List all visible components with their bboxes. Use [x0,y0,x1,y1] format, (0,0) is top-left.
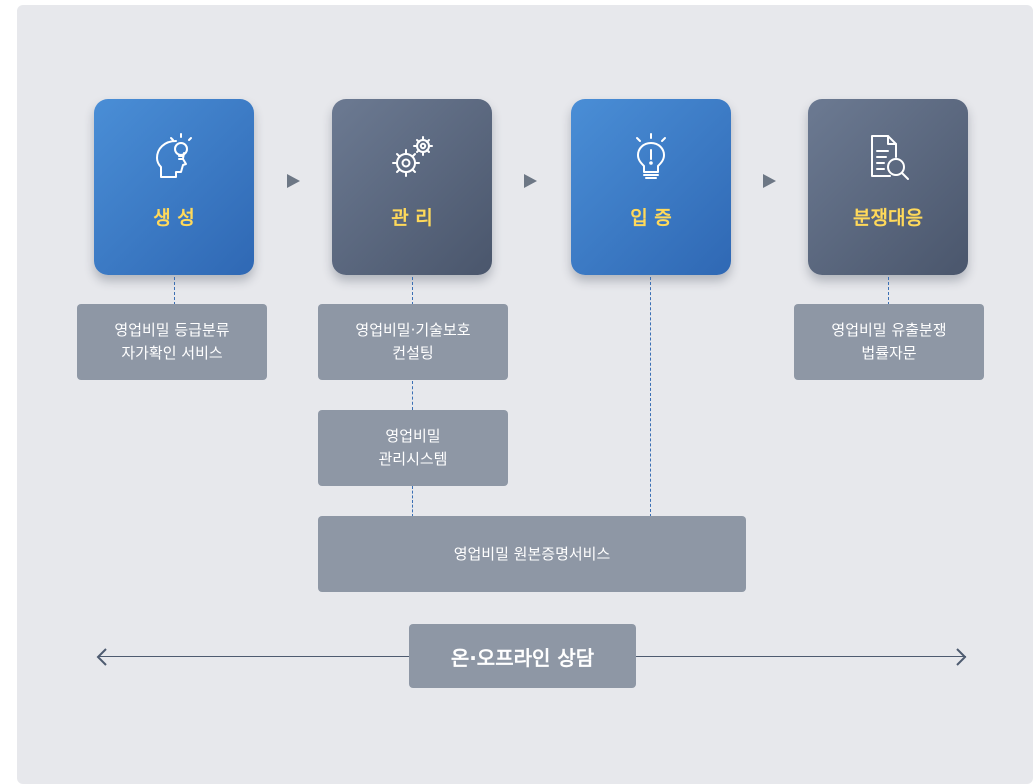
service-text: 자가확인 서비스 [121,344,223,362]
document-magnifier-icon [860,129,916,185]
stage-proof: 입 증 [571,99,731,275]
connector-line [412,486,413,517]
service-text: 관리시스템 [378,450,448,468]
consult-line-left [98,656,409,657]
service-original-proof: 영업비밀 원본증명서비스 [318,516,746,592]
lightbulb-exclamation-icon [623,129,679,185]
flow-arrow-icon [287,174,300,188]
arrow-right-icon [956,648,967,666]
service-text: 영업비밀 유출분쟁 [831,321,947,339]
connector-line [888,277,889,305]
service-legal-advice: 영업비밀 유출분쟁 법률자문 [794,304,984,380]
service-text: 영업비밀 원본증명서비스 [453,544,611,563]
connector-line [174,277,175,305]
connector-line [650,277,651,517]
service-text: 영업비밀·기술보호 [355,321,471,339]
stage-label: 관 리 [391,207,433,229]
arrow-left-icon [96,648,107,666]
service-text: 영업비밀 [385,427,441,445]
service-text: 컨설팅 [392,344,434,362]
service-text: 법률자문 [861,344,917,362]
flow-arrow-icon [524,174,537,188]
stage-generation: 생 성 [94,99,254,275]
consult-line-right [636,656,966,657]
flow-arrow-icon [763,174,776,188]
service-grade-self-check: 영업비밀 등급분류 자가확인 서비스 [77,304,267,380]
consultation-box: 온·오프라인 상담 [409,624,636,688]
stage-dispute: 분쟁대응 [808,99,968,275]
connector-line [412,277,413,305]
gears-icon [384,129,440,185]
stage-management: 관 리 [332,99,492,275]
service-text: 영업비밀 등급분류 [114,321,230,339]
service-management-system: 영업비밀 관리시스템 [318,410,508,486]
stage-label: 분쟁대응 [853,207,923,229]
head-lightbulb-icon [146,129,202,185]
stage-label: 생 성 [153,207,195,229]
service-consulting: 영업비밀·기술보호 컨설팅 [318,304,508,380]
consultation-label: 온·오프라인 상담 [450,645,595,670]
stage-label: 입 증 [630,207,672,229]
connector-line [412,381,413,410]
